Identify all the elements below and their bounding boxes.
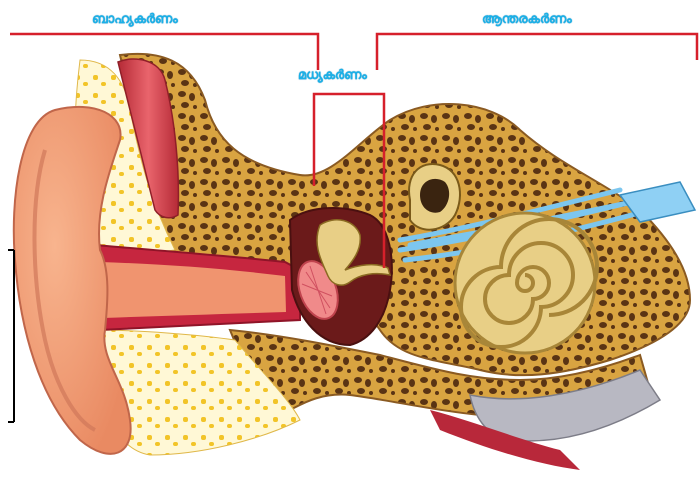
label-middle-ear: മധ്യകർണം — [298, 68, 367, 83]
label-inner-ear: ആന്തരകർണം — [482, 12, 572, 27]
inner-ear-bracket — [377, 34, 697, 70]
label-outer-ear: ബാഹ്യകർണം — [92, 12, 178, 27]
temporal-bone — [120, 54, 690, 375]
